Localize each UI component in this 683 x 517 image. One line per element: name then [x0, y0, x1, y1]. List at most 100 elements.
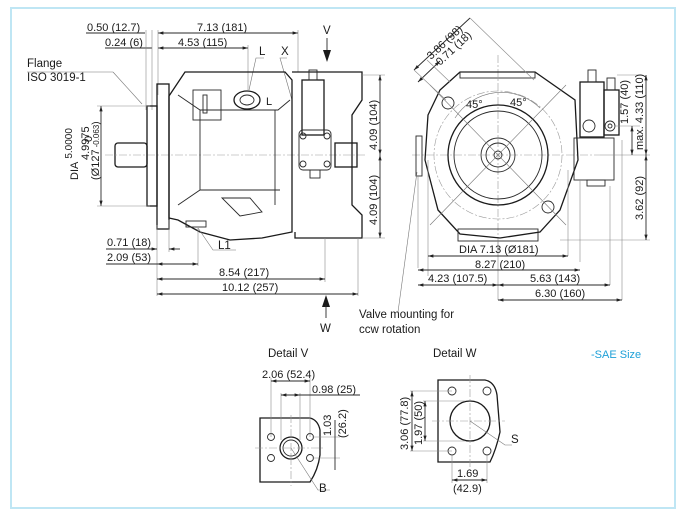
front-view: 45° 45° 3.86 (98) 0.71 (18) [359, 17, 650, 336]
dim-0-24: 0.24 (6) [105, 37, 152, 49]
dim-3-86: 3.86 (98) [413, 17, 535, 81]
dim-0-98-text: 0.98 (25) [312, 384, 356, 396]
detail-w-port-s: S [511, 434, 519, 446]
flange-standard-label: ISO 3019-1 [27, 72, 86, 84]
dia-close: ) [91, 121, 102, 124]
dim-1-57-text: 1.57 (40) [619, 80, 631, 124]
dim-1-03: 1.03 (26.2) [312, 409, 349, 470]
dim-3-62: 3.62 (92) [634, 155, 648, 240]
dim-0-50: 0.50 (12.7) [86, 22, 145, 34]
dim-1-97: 1.97 (50) [413, 401, 427, 445]
dia-prefix: DIA [69, 161, 81, 180]
dim-10-12: 10.12 (257) [157, 282, 358, 296]
dim-4-53: 4.53 (115) [158, 37, 248, 50]
view-arrow-w-icon [322, 295, 330, 318]
dia-tol-lower: -0.063 [92, 124, 101, 147]
dim-2-09: 2.09 (53) [106, 252, 198, 266]
dim-1-69-text: 1.69 [457, 468, 478, 480]
detail-w-title: Detail W [433, 348, 477, 360]
dim-1-97-text: 1.97 (50) [413, 401, 425, 445]
pump-front-outline [424, 71, 579, 239]
dim-1-57: 1.57 (40) [619, 80, 634, 155]
dim-8-27-text: 8.27 (210) [475, 259, 525, 271]
detail-w-flange [437, 379, 501, 463]
dim-3-06-text: 3.06 (77.8) [399, 397, 411, 450]
bolt-hole-lower-right [541, 200, 555, 214]
side-view: 0.50 (12.7) 0.24 (6) 7.13 (181) 4.53 (11… [27, 22, 385, 335]
detail-v: Detail V 2.06 (52.4) 0.98 (25) 1.03 (26.… [255, 348, 360, 495]
drawing-frame [10, 7, 676, 509]
dim-4-09-bottom: 4.09 (104) [362, 155, 385, 239]
dia-upper: 5.0000 [64, 128, 75, 159]
dim-dia-7-13-text: DIA 7.13 (Ø181) [459, 244, 539, 256]
dim-42-9-text: (42.9) [453, 483, 482, 495]
port-l-boss [233, 90, 261, 110]
valve-mounting-note-line1: Valve mounting for [359, 309, 454, 321]
dim-2-09-text: 2.09 (53) [107, 252, 151, 264]
detail-v-flange [259, 417, 321, 483]
dim-4-53-text: 4.53 (115) [178, 37, 227, 49]
port-label-x: X [281, 46, 289, 58]
port-label-l1: L1 [218, 240, 231, 252]
dim-4-09-bottom-text: 4.09 (104) [368, 175, 380, 225]
svg-text:DIA5.0000: DIA 5.0000 [64, 128, 81, 180]
svg-text:(Ø127-0.063): (Ø127 -0.063) [90, 121, 102, 180]
pump-housing [168, 71, 293, 241]
dim-1-69: 1.69 (42.9) [452, 468, 487, 495]
dim-3-06: 3.06 (77.8) [399, 391, 414, 451]
dim-7-13-text: 7.13 (181) [197, 22, 247, 34]
dim-5-63-text: 5.63 (143) [530, 273, 580, 285]
port-plate-housing [292, 71, 363, 239]
mounting-flange [156, 83, 170, 230]
view-arrow-v-icon [323, 38, 331, 62]
dim-0-24-text: 0.24 (6) [105, 37, 143, 49]
dim-shaft-pilot-dia: DIA 5.0000 4.9975 (Ø127 -0.063) 0 [64, 105, 150, 207]
dim-7-13: 7.13 (181) [158, 22, 298, 35]
dim-max-4-33-text: max. 4.33 (110) [634, 74, 646, 150]
sae-size-note: -SAE Size [591, 349, 641, 361]
view-arrow-w-label: W [320, 323, 331, 335]
port-l1 [185, 220, 207, 228]
dia-tol-upper: 0 [83, 136, 95, 142]
dim-10-12-text: 10.12 (257) [222, 282, 278, 294]
flange-pilot-ring [447, 104, 549, 206]
dia-lower: 4.9975 [80, 126, 92, 160]
bolt-hole-upper-left [441, 96, 455, 110]
port-l-body-label: L [266, 96, 272, 108]
dim-2-06: 2.06 (52.4) [262, 369, 315, 383]
flange-label: Flange [27, 58, 62, 70]
detail-w: Detail W 3.06 (77.8) 1.97 (50) 1.69 (42.… [399, 348, 519, 495]
dim-2-06-text: 2.06 (52.4) [262, 369, 315, 381]
detail-v-port-b: B [319, 483, 327, 495]
dim-6-30: 6.30 (160) [498, 288, 622, 302]
mounting-flange-pilot [146, 105, 158, 207]
dia-metric: (Ø127 [90, 149, 102, 180]
dim-8-54-text: 8.54 (217) [219, 267, 269, 279]
nameplate [192, 89, 222, 121]
port-label-l: L [259, 46, 266, 58]
dim-4-23: 4.23 (107.5) [418, 273, 498, 287]
control-valve-body [301, 79, 325, 136]
dim-5-63: 5.63 (143) [498, 273, 610, 287]
dim-dia-7-13: DIA 7.13 (Ø181) [428, 244, 568, 258]
dim-4-09-top: 4.09 (104) [362, 74, 385, 155]
shaft-end [480, 137, 516, 173]
dim-4-23-text: 4.23 (107.5) [428, 273, 487, 285]
dim-8-54: 8.54 (217) [157, 267, 325, 281]
detail-v-title: Detail V [268, 348, 309, 360]
angle-left-text: 45° [466, 99, 483, 111]
dim-0-98: 0.98 (25) [281, 384, 360, 397]
dim-0-71-side-text: 0.71 (18) [107, 237, 151, 249]
dim-6-30-text: 6.30 (160) [535, 288, 585, 300]
dim-1-03-text: 1.03 [322, 415, 334, 436]
valve-mounting-note-line2: ccw rotation [359, 324, 420, 336]
dim-3-62-text: 3.62 (92) [634, 176, 646, 220]
dim-0-71-side: 0.71 (18) [106, 237, 180, 251]
dim-max-4-33: max. 4.33 (110) [634, 74, 648, 155]
dim-4-09-top-text: 4.09 (104) [368, 100, 380, 150]
dim-0-50-text: 0.50 (12.7) [87, 22, 140, 34]
pressure-port [334, 142, 358, 168]
view-arrow-v-label: V [323, 25, 331, 37]
dim-26-2-text: (26.2) [337, 409, 349, 438]
